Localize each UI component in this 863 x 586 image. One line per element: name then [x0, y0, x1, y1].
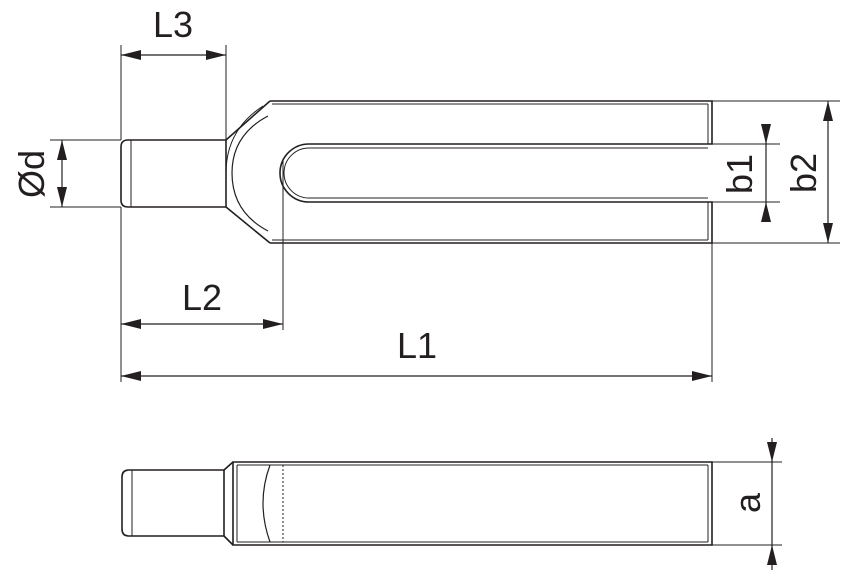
label-L3: L3 — [153, 4, 193, 45]
label-b2: b2 — [783, 153, 824, 193]
fork-transition-curve-outer — [225, 105, 264, 174]
label-b1: b1 — [719, 154, 760, 194]
label-L2: L2 — [182, 277, 222, 318]
side-shank-outline — [121, 469, 225, 537]
side-dimension — [712, 438, 782, 570]
label-a: a — [727, 492, 768, 513]
fork-transition-curve — [231, 115, 269, 232]
label-L1: L1 — [397, 325, 437, 366]
side-body-outline — [232, 461, 713, 546]
shank-outline — [120, 139, 227, 208]
top-view — [120, 100, 713, 244]
slot-round-inner — [283, 147, 310, 199]
dimension-lines — [57, 50, 833, 381]
fork-transition — [225, 100, 271, 244]
extension-lines — [50, 45, 840, 382]
fork-outer-outline — [270, 100, 713, 244]
side-view — [121, 461, 713, 546]
side-transition — [223, 461, 234, 546]
side-transition-curve — [262, 464, 271, 543]
label-d: Ød — [11, 150, 52, 198]
